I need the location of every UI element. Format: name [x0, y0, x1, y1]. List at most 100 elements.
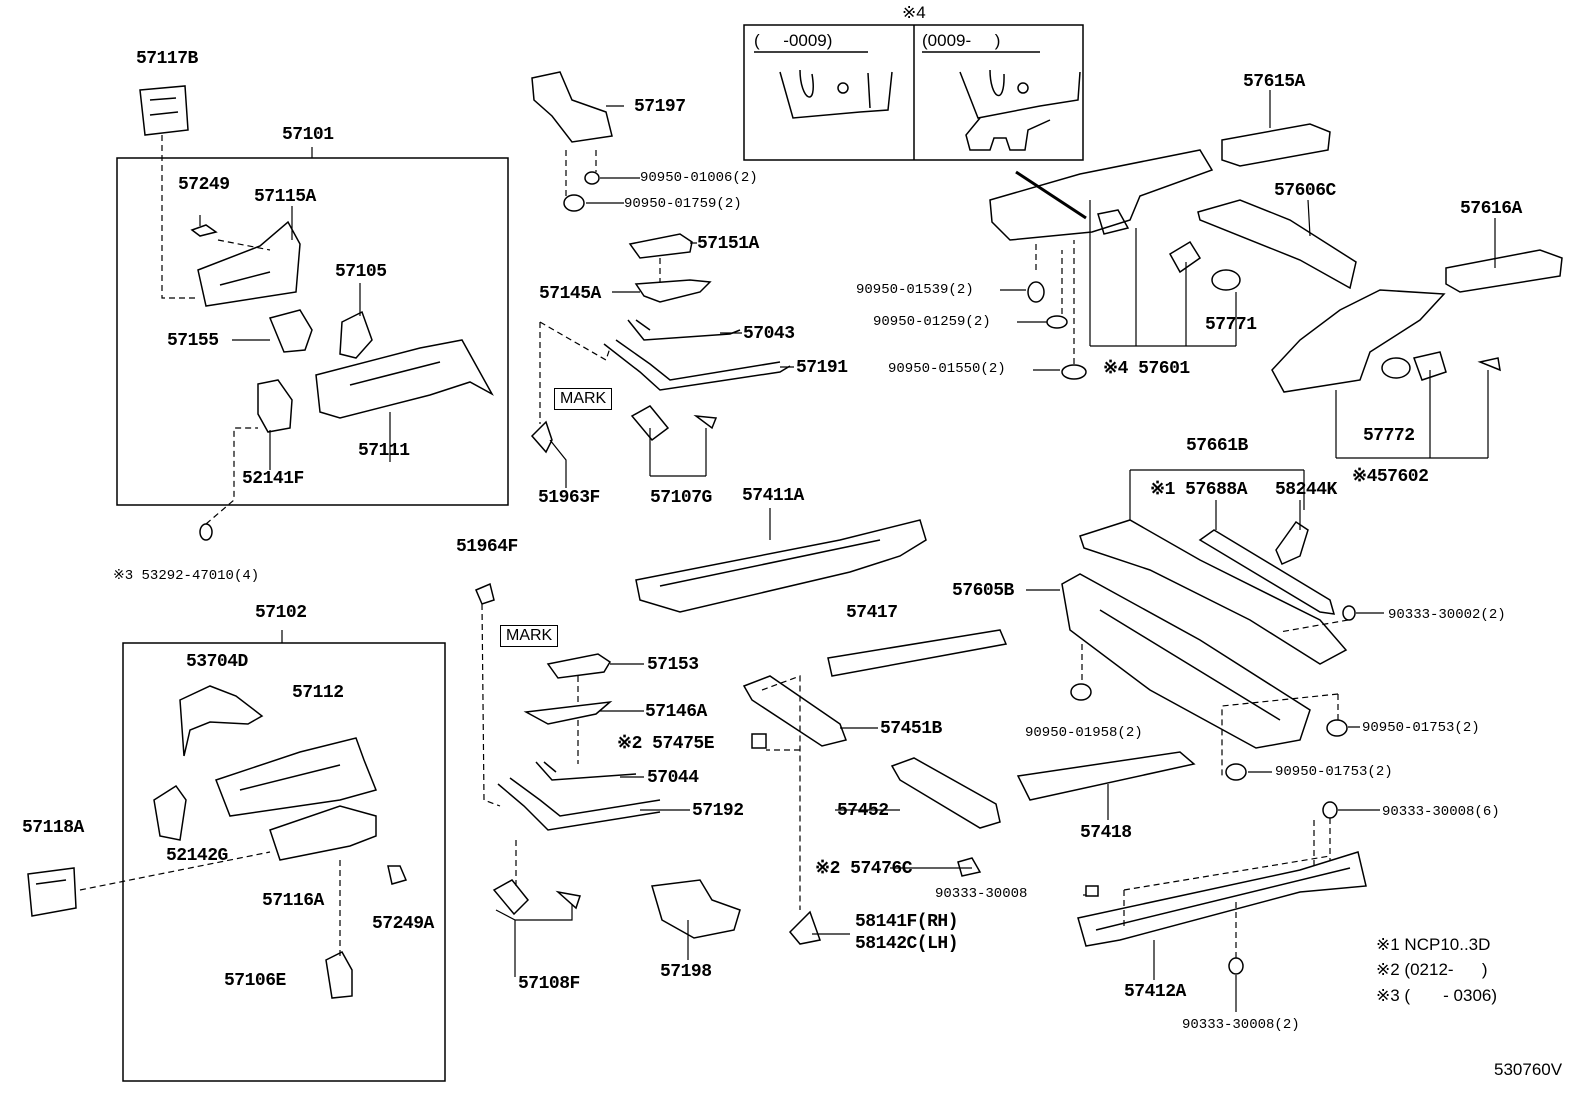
part-57249 [190, 224, 218, 237]
label-90950-01539: 90950-01539(2) [856, 282, 974, 298]
label-57105: 57105 [335, 262, 387, 282]
part-57451B [742, 675, 847, 747]
part-90950-01753-a [1326, 719, 1348, 737]
part-57688A [1198, 529, 1336, 615]
part-57417 [827, 629, 1008, 677]
label-57111: 57111 [358, 441, 410, 461]
part-57105 [339, 310, 373, 359]
part-90950-01753-b [1225, 763, 1247, 781]
label-57192: 57192 [692, 801, 744, 821]
part-57106E [325, 951, 353, 999]
part-57146A [523, 700, 613, 725]
part-57112 [215, 737, 378, 817]
part-90950-01006 [584, 171, 600, 185]
part-57606C [1197, 199, 1357, 290]
label-57116A: 57116A [262, 891, 324, 911]
inset-right-caption: (0009- ) [922, 31, 1001, 50]
part-57118A [27, 867, 77, 917]
label-51963F: 51963F [538, 488, 600, 508]
label-57772: 57772 [1363, 426, 1415, 446]
part-90950-01759 [563, 194, 585, 212]
label-53292-47010: ※3 53292-47010(4) [113, 568, 260, 584]
part-57145A [634, 279, 712, 303]
part-53292-47010 [199, 523, 213, 541]
label-90333-30002: 90333-30002(2) [1388, 607, 1506, 623]
inset-part-late [959, 69, 1081, 151]
label-57605B: 57605B [952, 581, 1014, 601]
part-90333-30008-six [1322, 801, 1338, 819]
part-90950-01259 [1046, 315, 1068, 329]
part-57117B [139, 85, 189, 136]
part-57476C [957, 857, 982, 877]
label-58142C: 58142C(LH) [855, 934, 959, 954]
label-57602: ※457602 [1352, 467, 1429, 487]
label-57153: 57153 [647, 655, 699, 675]
label-57475E: ※2 57475E [617, 734, 715, 754]
label-57452: 57452 [837, 801, 889, 821]
part-57107G [630, 405, 718, 442]
part-57411A [635, 519, 927, 613]
part-57191 [603, 339, 791, 391]
part-90950-01958 [1070, 683, 1092, 701]
part-57602 [1271, 289, 1446, 393]
label-90333-30008-six: 90333-30008(6) [1382, 804, 1500, 820]
label-57117B: 57117B [136, 49, 198, 69]
part-51964F [475, 582, 495, 605]
part-57044 [535, 761, 637, 781]
label-57115A: 57115A [254, 187, 316, 207]
part-51963F [530, 420, 553, 454]
label-57106E: 57106E [224, 971, 286, 991]
part-57772 [1381, 357, 1411, 379]
part-57192 [497, 777, 661, 831]
part-57475E [751, 733, 767, 749]
note-2: ※2 (0212- ) [1376, 960, 1488, 979]
label-90950-01550: 90950-01550(2) [888, 361, 1006, 377]
part-57771 [1211, 269, 1241, 291]
label-57118A: 57118A [22, 818, 84, 838]
part-90950-01550 [1061, 364, 1087, 380]
part-57198 [651, 879, 741, 939]
label-57112: 57112 [292, 683, 344, 703]
label-90950-01753-a: 90950-01753(2) [1362, 720, 1480, 736]
label-57197: 57197 [634, 97, 686, 117]
part-57601-bracket [1168, 240, 1202, 274]
label-57418: 57418 [1080, 823, 1132, 843]
label-57151A: 57151A [697, 234, 759, 254]
part-53704D [179, 685, 264, 757]
label-90950-01958: 90950-01958(2) [1025, 725, 1143, 741]
label-52142G: 52142G [166, 846, 228, 866]
label-90950-01759: 90950-01759(2) [624, 196, 742, 212]
part-57151A [628, 233, 693, 259]
label-58244K: 58244K [1275, 480, 1337, 500]
label-90950-01006: 90950-01006(2) [640, 170, 758, 186]
label-57615A: 57615A [1243, 72, 1305, 92]
label-57606C: 57606C [1274, 181, 1336, 201]
label-57198: 57198 [660, 962, 712, 982]
label-57476C: ※2 57476C [815, 859, 913, 879]
label-57249A: 57249A [372, 914, 434, 934]
part-52142G [153, 784, 187, 841]
label-57108F: 57108F [518, 974, 580, 994]
part-90333-30008-two [1228, 957, 1244, 975]
label-57043: 57043 [743, 324, 795, 344]
part-57452 [890, 757, 1001, 829]
label-57771: 57771 [1205, 315, 1257, 335]
label-57411A: 57411A [742, 486, 804, 506]
label-57044: 57044 [647, 768, 699, 788]
label-57101: 57101 [282, 125, 334, 145]
part-57043 [627, 319, 741, 341]
label-57107G: 57107G [650, 488, 712, 508]
inset-part-early [779, 69, 893, 119]
label-58141F: 58141F(RH) [855, 912, 959, 932]
label-57616A: 57616A [1460, 199, 1522, 219]
part-52141F [257, 379, 293, 433]
note-3: ※3 ( - 0306) [1376, 986, 1498, 1005]
part-57197 [531, 71, 613, 143]
part-57249A [387, 865, 408, 885]
note-1: ※1 NCP10..3D [1376, 935, 1491, 954]
dashed-lines [79, 135, 1349, 958]
label-51964F: 51964F [456, 537, 518, 557]
part-90950-01539 [1027, 281, 1045, 303]
part-57412A [1077, 851, 1367, 947]
mark-callout-1: MARK [554, 388, 613, 410]
